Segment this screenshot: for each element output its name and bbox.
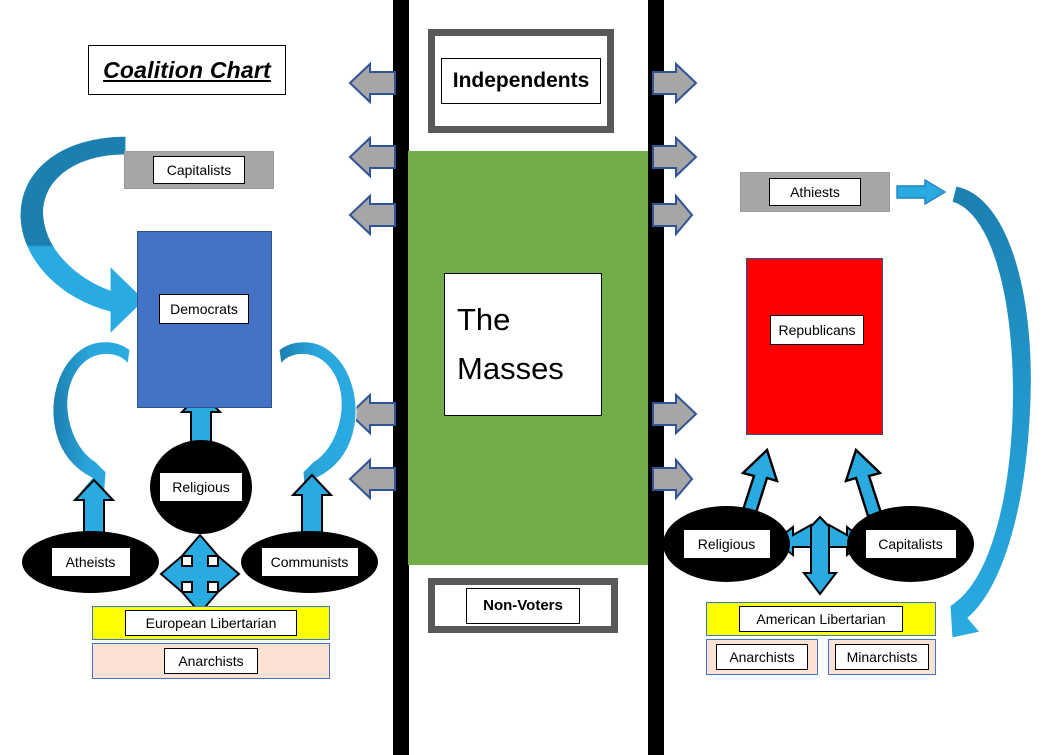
anarchists-label-left: Anarchists bbox=[164, 648, 258, 674]
religious-label-left: Religious bbox=[159, 472, 243, 502]
athiests-band-right[interactable]: Athiests bbox=[740, 172, 890, 212]
communists-label-left: Communists bbox=[260, 547, 359, 577]
curved-arrow-communists-to-democrats bbox=[278, 341, 357, 501]
republicans-label: Republicans bbox=[770, 315, 864, 345]
religious-ellipse-right[interactable]: Religious bbox=[663, 506, 790, 582]
american-libertarian-box[interactable]: American Libertarian bbox=[706, 602, 936, 636]
religious-ellipse-left[interactable]: Religious bbox=[150, 440, 252, 534]
curved-arrow-athiests-to-american-libertarian bbox=[949, 185, 1032, 639]
arrow-capitalists-to-republicans bbox=[844, 447, 883, 518]
divider-bar-right bbox=[648, 0, 664, 755]
curved-arrow-atheists-to-democrats bbox=[52, 341, 131, 501]
republicans-block[interactable] bbox=[746, 258, 883, 435]
non-voters-label: Non-Voters bbox=[466, 587, 580, 624]
independents-label: Independents bbox=[441, 58, 601, 104]
communists-ellipse-left[interactable]: Communists bbox=[241, 531, 378, 593]
capitalists-ellipse-right[interactable]: Capitalists bbox=[847, 506, 974, 582]
grey-arrow-left-4 bbox=[348, 392, 396, 436]
divider-bar-left bbox=[393, 0, 409, 755]
grey-arrow-left-1 bbox=[348, 61, 396, 105]
page-title-text: Coalition Chart bbox=[103, 56, 271, 83]
atheists-label-left: Atheists bbox=[50, 547, 131, 577]
european-libertarian-label: European Libertarian bbox=[125, 610, 297, 636]
european-libertarian-box[interactable]: European Libertarian bbox=[92, 606, 330, 640]
capitalists-band-left[interactable]: Capitalists bbox=[124, 151, 274, 189]
democrats-label: Democrats bbox=[159, 294, 249, 324]
religious-label-right: Religious bbox=[682, 529, 771, 559]
arrow-atheists-up-left bbox=[72, 478, 116, 534]
american-libertarian-label: American Libertarian bbox=[739, 606, 903, 632]
grey-arrow-left-3 bbox=[348, 193, 396, 237]
arrow-religious-to-republicans bbox=[740, 447, 779, 518]
anarchists-box-right[interactable]: Anarchists bbox=[706, 639, 818, 675]
minarchists-box-right[interactable]: Minarchists bbox=[828, 639, 936, 675]
athiests-label-right: Athiests bbox=[769, 178, 861, 206]
four-way-arrow-left bbox=[159, 533, 241, 615]
capitalists-label-right: Capitalists bbox=[864, 529, 957, 559]
page-title: Coalition Chart bbox=[88, 45, 286, 95]
the-masses-label-line1: The bbox=[457, 302, 511, 338]
anarchists-label-right: Anarchists bbox=[716, 644, 808, 670]
capitalists-label-left: Capitalists bbox=[153, 156, 245, 184]
independents-box[interactable]: Independents bbox=[428, 29, 614, 133]
atheists-ellipse-left[interactable]: Atheists bbox=[22, 531, 159, 593]
anarchists-box-left[interactable]: Anarchists bbox=[92, 643, 330, 679]
arrow-communists-up-left bbox=[290, 473, 334, 534]
the-masses-label-line2: Masses bbox=[457, 350, 564, 386]
the-masses-box[interactable]: The Masses bbox=[444, 273, 602, 416]
arrow-athiests-right bbox=[896, 178, 947, 206]
grey-arrow-left-5 bbox=[348, 457, 396, 501]
minarchists-label-right: Minarchists bbox=[835, 644, 929, 670]
non-voters-box[interactable]: Non-Voters bbox=[428, 578, 618, 633]
grey-arrow-left-2 bbox=[348, 135, 396, 179]
